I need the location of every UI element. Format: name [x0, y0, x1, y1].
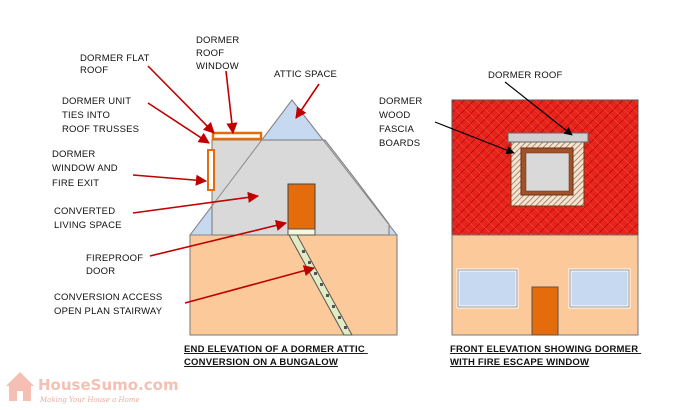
arrow-dormer-roof	[504, 81, 573, 136]
arrow-fireproof-door	[149, 219, 288, 257]
label-dormer-unit: DORMER UNIT TIES INTO ROOF TRUSSES	[62, 96, 139, 135]
label-dormer-wood-fascia: DORMER WOOD FASCIA BOARDS	[379, 96, 425, 149]
label-converted-living-space: CONVERTED LIVING SPACE	[54, 206, 122, 231]
ground-window-right	[568, 268, 631, 309]
bungalow-wall	[189, 234, 398, 336]
arrow-conversion-access	[184, 265, 316, 304]
arrow-converted-living-space	[132, 191, 260, 214]
watermark-brand: HouseSumo.com	[38, 376, 179, 394]
label-dormer-roof-window: DORMER ROOF WINDOW	[196, 35, 242, 72]
label-conversion-access: CONVERSION ACCESS OPEN PLAN STAIRWAY	[54, 292, 165, 317]
door-step	[287, 228, 316, 236]
arrow-dormer-window-fire-exit	[132, 174, 208, 186]
front-elevation-drawing	[451, 99, 639, 336]
dormer-window-glass	[525, 152, 570, 192]
arrow-dormer-wood-fascia	[434, 121, 515, 155]
ground-window-left	[456, 268, 519, 309]
dormer-roof	[507, 132, 589, 143]
housesumo-watermark: HouseSumo.com Making Your House a Home	[6, 372, 179, 404]
fireproof-door	[287, 183, 316, 230]
label-dormer-flat-roof: DORMER FLAT ROOF	[80, 53, 152, 76]
caption-front-elevation: FRONT ELEVATION SHOWING DORMER WITH FIRE…	[450, 344, 641, 368]
callout-arrows-black	[434, 81, 573, 155]
arrow-dormer-roof-window	[225, 70, 238, 135]
label-fireproof-door: FIREPROOF DOOR	[86, 253, 146, 277]
dormer-side-window	[207, 149, 215, 191]
dormer-flat-roof	[211, 131, 263, 141]
caption-end-elevation: END ELEVATION OF A DORMER ATTIC CONVERSI…	[184, 344, 368, 368]
label-dormer-window-fire-exit: DORMER WINDOW AND FIRE EXIT	[52, 149, 121, 189]
watermark-tagline: Making Your House a Home	[39, 396, 140, 404]
end-elevation-drawing	[188, 99, 399, 336]
house-logo-icon	[6, 372, 34, 401]
arrow-attic-space	[295, 83, 320, 119]
label-dormer-roof: DORMER ROOF	[488, 70, 563, 81]
label-attic-space: ATTIC SPACE	[274, 69, 337, 80]
stair-steps	[302, 250, 347, 329]
front-door	[531, 286, 559, 336]
callout-arrows	[132, 65, 320, 304]
arrow-dormer-flat-roof	[147, 65, 215, 134]
arrow-dormer-unit	[147, 102, 210, 144]
